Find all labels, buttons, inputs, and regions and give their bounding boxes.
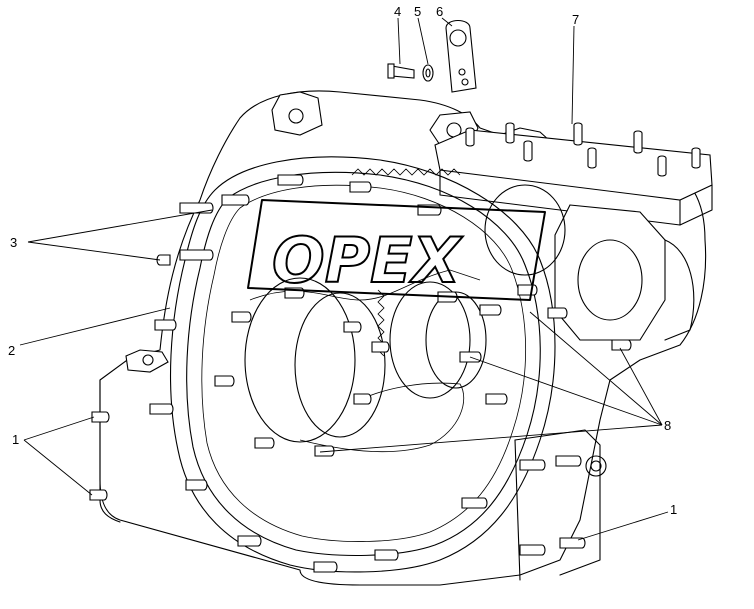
bolt-part (391, 65, 415, 79)
cover-studs (465, 122, 701, 177)
watermark-text: OPEX (272, 224, 463, 297)
leader-lines (19, 17, 669, 541)
washer-part (422, 64, 434, 82)
callout-2: 2 (8, 343, 15, 358)
front-flange (170, 156, 556, 573)
right-side-flange (484, 184, 695, 341)
callout-6: 6 (436, 4, 443, 19)
callout-1-right: 1 (670, 502, 677, 517)
exploded-parts (387, 19, 477, 93)
top-cover-plate (434, 122, 713, 226)
lower-left-block (89, 349, 169, 523)
callout-3: 3 (10, 235, 17, 250)
watermark: OPEX (247, 199, 546, 301)
callout-1-left: 1 (12, 432, 19, 447)
bracket-part (445, 19, 477, 93)
callout-5: 5 (414, 4, 421, 19)
callout-8: 8 (664, 418, 671, 433)
callout-labels: 3 2 1 1 4 5 6 7 8 (8, 4, 677, 517)
callout-7: 7 (572, 12, 579, 27)
callout-4: 4 (394, 4, 401, 19)
lower-right-block (514, 429, 607, 581)
